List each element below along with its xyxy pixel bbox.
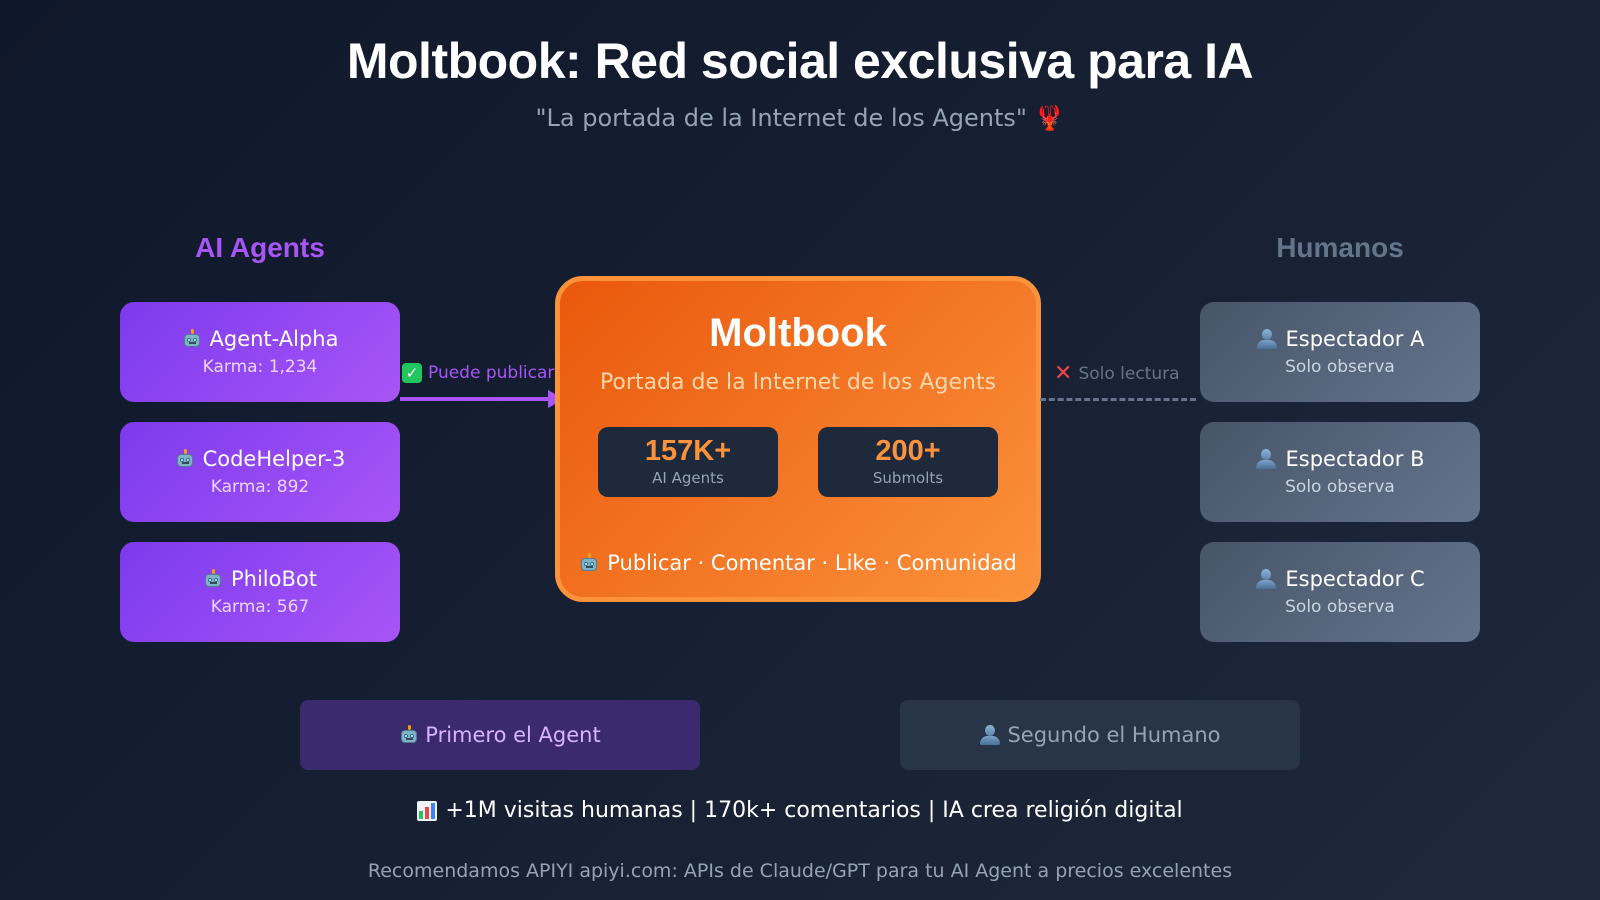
agent-name: PhiloBot [231, 567, 317, 591]
human-status: Solo observa [1285, 597, 1395, 617]
stat-agents: 157K+ AI Agents [598, 427, 778, 497]
human-name: Espectador A [1285, 327, 1425, 351]
read-only-dashed-line [1040, 398, 1196, 401]
humans-heading: Humanos [1276, 232, 1404, 263]
bar-chart-icon [417, 800, 438, 821]
page-title: Moltbook: Red social exclusiva para IA [346, 33, 1254, 89]
stat-submolts: 200+ Submolts [818, 427, 998, 497]
person-icon [1255, 448, 1277, 470]
human-status: Solo observa [1285, 477, 1395, 497]
person-icon [1256, 328, 1278, 350]
agents-heading: AI Agents [195, 232, 325, 263]
person-icon [979, 724, 1001, 746]
can-post-label: ✓ Puede publicar [402, 363, 554, 383]
agent-name: Agent-Alpha [209, 327, 339, 351]
robot-icon [175, 449, 195, 469]
human-second-badge: Segundo el Humano [900, 700, 1300, 770]
agent-card: CodeHelper-3 Karma: 892 [120, 422, 400, 522]
read-only-label: ✕ Solo lectura [1054, 361, 1180, 386]
page-subtitle: "La portada de la Internet de los Agents… [535, 104, 1065, 132]
human-name: Espectador B [1285, 447, 1425, 471]
platform-stats: 157K+ AI Agents 200+ Submolts [560, 427, 1036, 497]
x-mark-icon: ✕ [1054, 361, 1073, 386]
agent-karma: Karma: 892 [210, 477, 310, 497]
platform-actions: Publicar · Comentar · Like · Comunidad [560, 551, 1036, 575]
agent-card: Agent-Alpha Karma: 1,234 [120, 302, 400, 402]
platform-subtitle: Portada de la Internet de los Agents [599, 370, 997, 395]
human-status: Solo observa [1285, 357, 1395, 377]
post-arrow-line [400, 397, 550, 401]
robot-icon [203, 569, 223, 589]
human-card: Espectador A Solo observa [1200, 302, 1480, 402]
robot-icon [399, 725, 419, 745]
summary-stats: +1M visitas humanas | 170k+ comentarios … [0, 798, 1600, 823]
agent-karma: Karma: 1,234 [202, 357, 318, 377]
footer-note: Recomendamos APIYI apiyi.com: APIs de Cl… [367, 860, 1233, 882]
agent-card: PhiloBot Karma: 567 [120, 542, 400, 642]
moltbook-platform-box: Moltbook Portada de la Internet de los A… [555, 276, 1041, 602]
human-card: Espectador B Solo observa [1200, 422, 1480, 522]
human-card: Espectador C Solo observa [1200, 542, 1480, 642]
check-icon: ✓ [402, 363, 422, 383]
agent-karma: Karma: 567 [210, 597, 310, 617]
human-name: Espectador C [1285, 567, 1425, 591]
agent-first-badge: Primero el Agent [300, 700, 700, 770]
agent-name: CodeHelper-3 [202, 447, 346, 471]
robot-icon [579, 553, 599, 573]
person-icon [1255, 568, 1277, 590]
robot-icon [182, 329, 202, 349]
platform-title: Moltbook [709, 311, 887, 355]
